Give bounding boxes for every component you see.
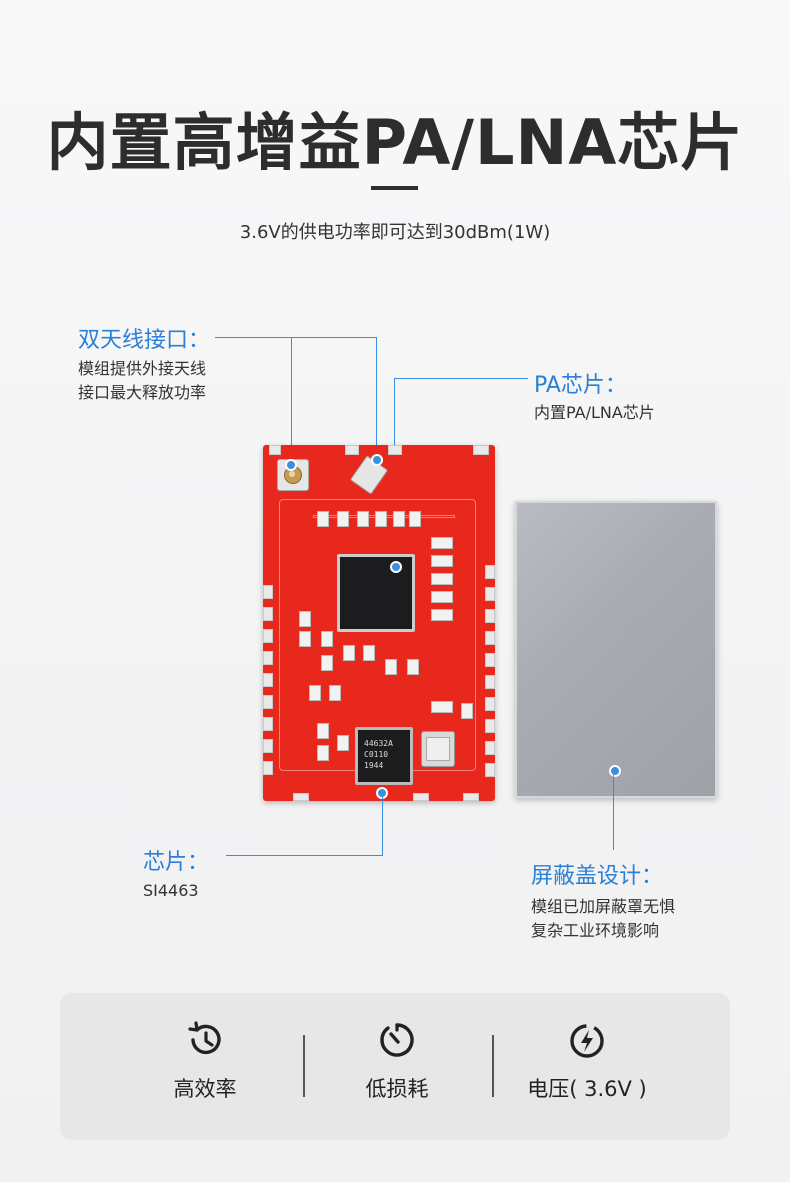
antenna-dot-1 <box>285 459 297 471</box>
antenna-callout-desc-2: 接口最大释放功率 <box>78 383 207 402</box>
pa-callout-desc: 内置PA/LNA芯片 <box>534 403 655 422</box>
feature-voltage-label: 电压( 3.6V ) <box>527 1077 647 1101</box>
antenna-leader-line-a <box>291 337 292 465</box>
feature-efficiency: 高效率 <box>94 993 316 1140</box>
shield-callout-title: 屏蔽盖设计： <box>531 864 664 889</box>
title-divider <box>371 186 418 190</box>
page-title: 内置高增益PA/LNA芯片 <box>46 106 744 179</box>
antenna-leader-line-b <box>376 337 377 455</box>
pa-leader-line <box>394 378 528 379</box>
shield-callout-desc-2: 复杂工业环境影响 <box>531 921 660 940</box>
power-bolt-icon <box>570 1024 604 1058</box>
pa-chip-dot <box>390 561 402 573</box>
chip-marking-2: C0110 <box>364 750 389 759</box>
crystal-oscillator <box>421 731 455 767</box>
shield-leader-line <box>613 775 614 850</box>
antenna-callout-title: 双天线接口： <box>78 328 211 353</box>
antenna-dot-2 <box>371 454 383 466</box>
antenna-callout-desc-1: 模组提供外接天线 <box>78 359 207 378</box>
feature-voltage: 电压( 3.6V ) <box>476 993 698 1140</box>
chip-leader-line <box>226 855 383 856</box>
shield-callout-desc-1: 模组已加屏蔽罩无惧 <box>531 897 676 916</box>
antenna-leader-line <box>215 337 376 338</box>
features-panel: 高效率 低损耗 电压( 3.6V ) <box>60 993 730 1140</box>
si4463-chip: 44632A C0110 1944 <box>355 727 413 785</box>
feature-low-loss-label: 低损耗 <box>365 1077 429 1101</box>
page-subtitle: 3.6V的供电功率即可达到30dBm(1W) <box>239 222 551 243</box>
chip-leader-line-v <box>382 793 383 855</box>
chip-marking-3: 1944 <box>364 761 384 770</box>
pcb-module: 44632A C0110 1944 <box>263 445 495 801</box>
chip-marking-1: 44632A <box>364 739 393 748</box>
pa-chip <box>337 554 415 632</box>
chip-callout-title: 芯片： <box>143 850 210 875</box>
feature-separator-1 <box>303 1035 305 1097</box>
chip-callout-desc: SI4463 <box>143 881 199 900</box>
history-clock-icon <box>188 1021 221 1055</box>
shield-dot <box>609 765 621 777</box>
pa-callout-title: PA芯片： <box>534 373 627 398</box>
shield-cover <box>515 501 717 798</box>
feature-separator-2 <box>492 1035 494 1097</box>
feature-efficiency-label: 高效率 <box>173 1077 237 1101</box>
timer-icon <box>380 1023 414 1057</box>
feature-low-loss: 低损耗 <box>286 993 508 1140</box>
